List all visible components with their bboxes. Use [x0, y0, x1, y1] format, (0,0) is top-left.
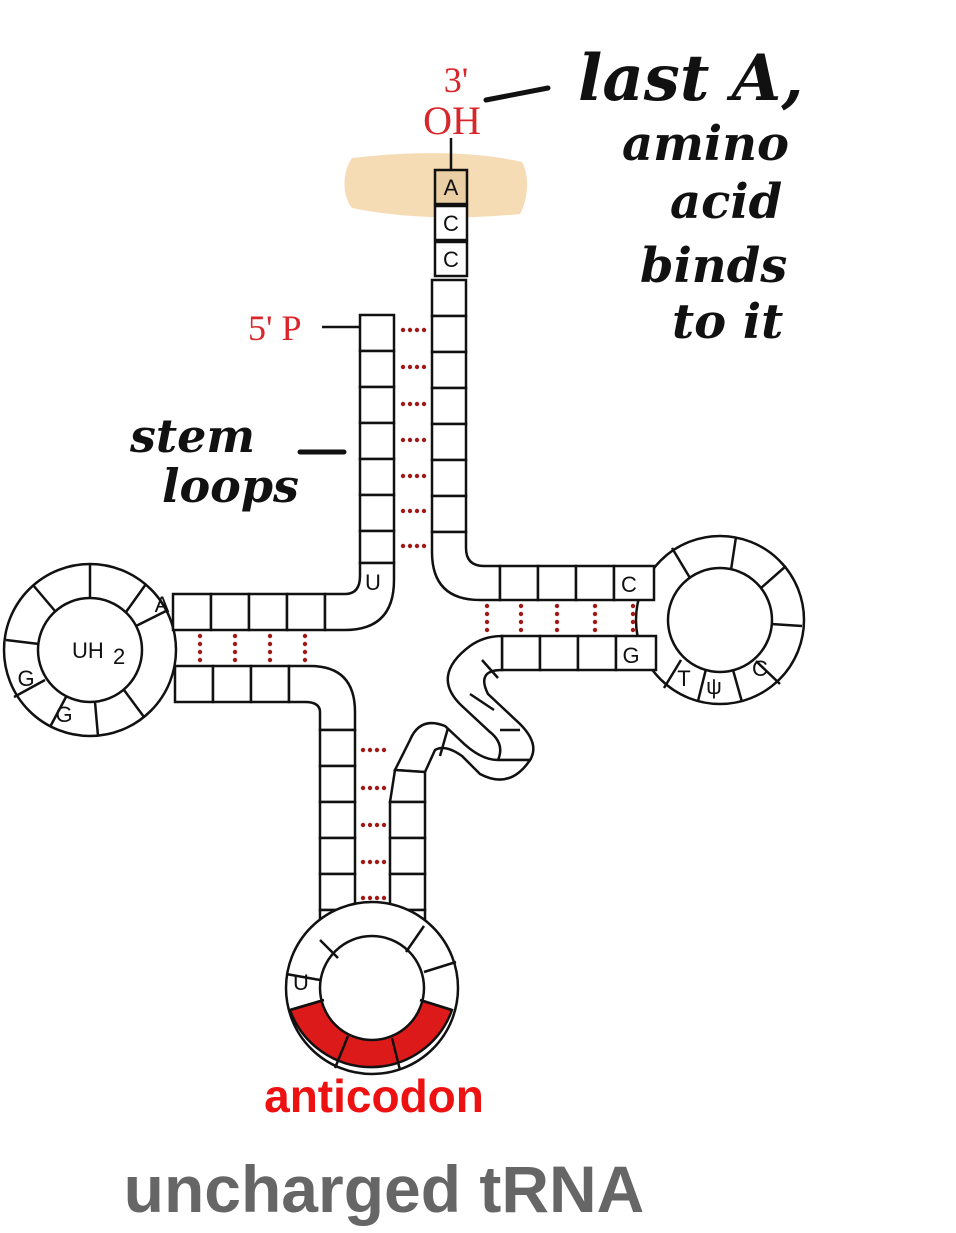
- acceptor-5prime-strand: [360, 315, 394, 563]
- base-a-terminal: A: [444, 175, 459, 200]
- annotation-loops: loops: [162, 459, 299, 513]
- base-junction-u: U: [365, 570, 381, 595]
- d-pairing-dots: [198, 634, 307, 662]
- five-prime-label: 5' P: [248, 308, 302, 348]
- anticodon-label: anticodon: [264, 1070, 484, 1122]
- annotation-binds: binds: [640, 238, 787, 294]
- base-d-g1: G: [17, 666, 34, 691]
- three-prime-label: 3': [444, 60, 469, 100]
- annotation-last-a: last A,: [578, 41, 804, 116]
- annotation-stem: stem: [129, 409, 255, 463]
- base-t-c2: C: [752, 656, 768, 681]
- annotation-pointer-3prime: [486, 88, 548, 100]
- base-t-g: G: [622, 643, 639, 668]
- base-c1: C: [443, 211, 459, 236]
- base-t-c: C: [621, 572, 637, 597]
- uh2-subscript: 2: [113, 644, 125, 669]
- base-t-t: T: [677, 666, 690, 691]
- base-d-g2: G: [55, 702, 72, 727]
- base-t-psi: ψ: [706, 674, 722, 699]
- d-stem-upper: [173, 563, 394, 630]
- annotation-amino: amino: [622, 116, 789, 172]
- diagram-title: uncharged tRNA: [124, 1152, 645, 1226]
- acceptor-pairing-dots: [401, 328, 426, 548]
- base-c2: C: [443, 247, 459, 272]
- uh2-label: UH: [72, 638, 104, 663]
- d-stem-lower: [175, 666, 355, 730]
- t-pairing-dots: [485, 604, 635, 632]
- anticodon-loop: [286, 902, 458, 1074]
- base-d-a: A: [155, 592, 170, 617]
- annotation-acid: acid: [670, 174, 782, 230]
- base-anticodon-u: U: [293, 970, 309, 995]
- oh-label: OH: [423, 98, 481, 143]
- annotation-to-it: to it: [672, 294, 783, 350]
- anticodon-pairing-dots: [361, 748, 386, 900]
